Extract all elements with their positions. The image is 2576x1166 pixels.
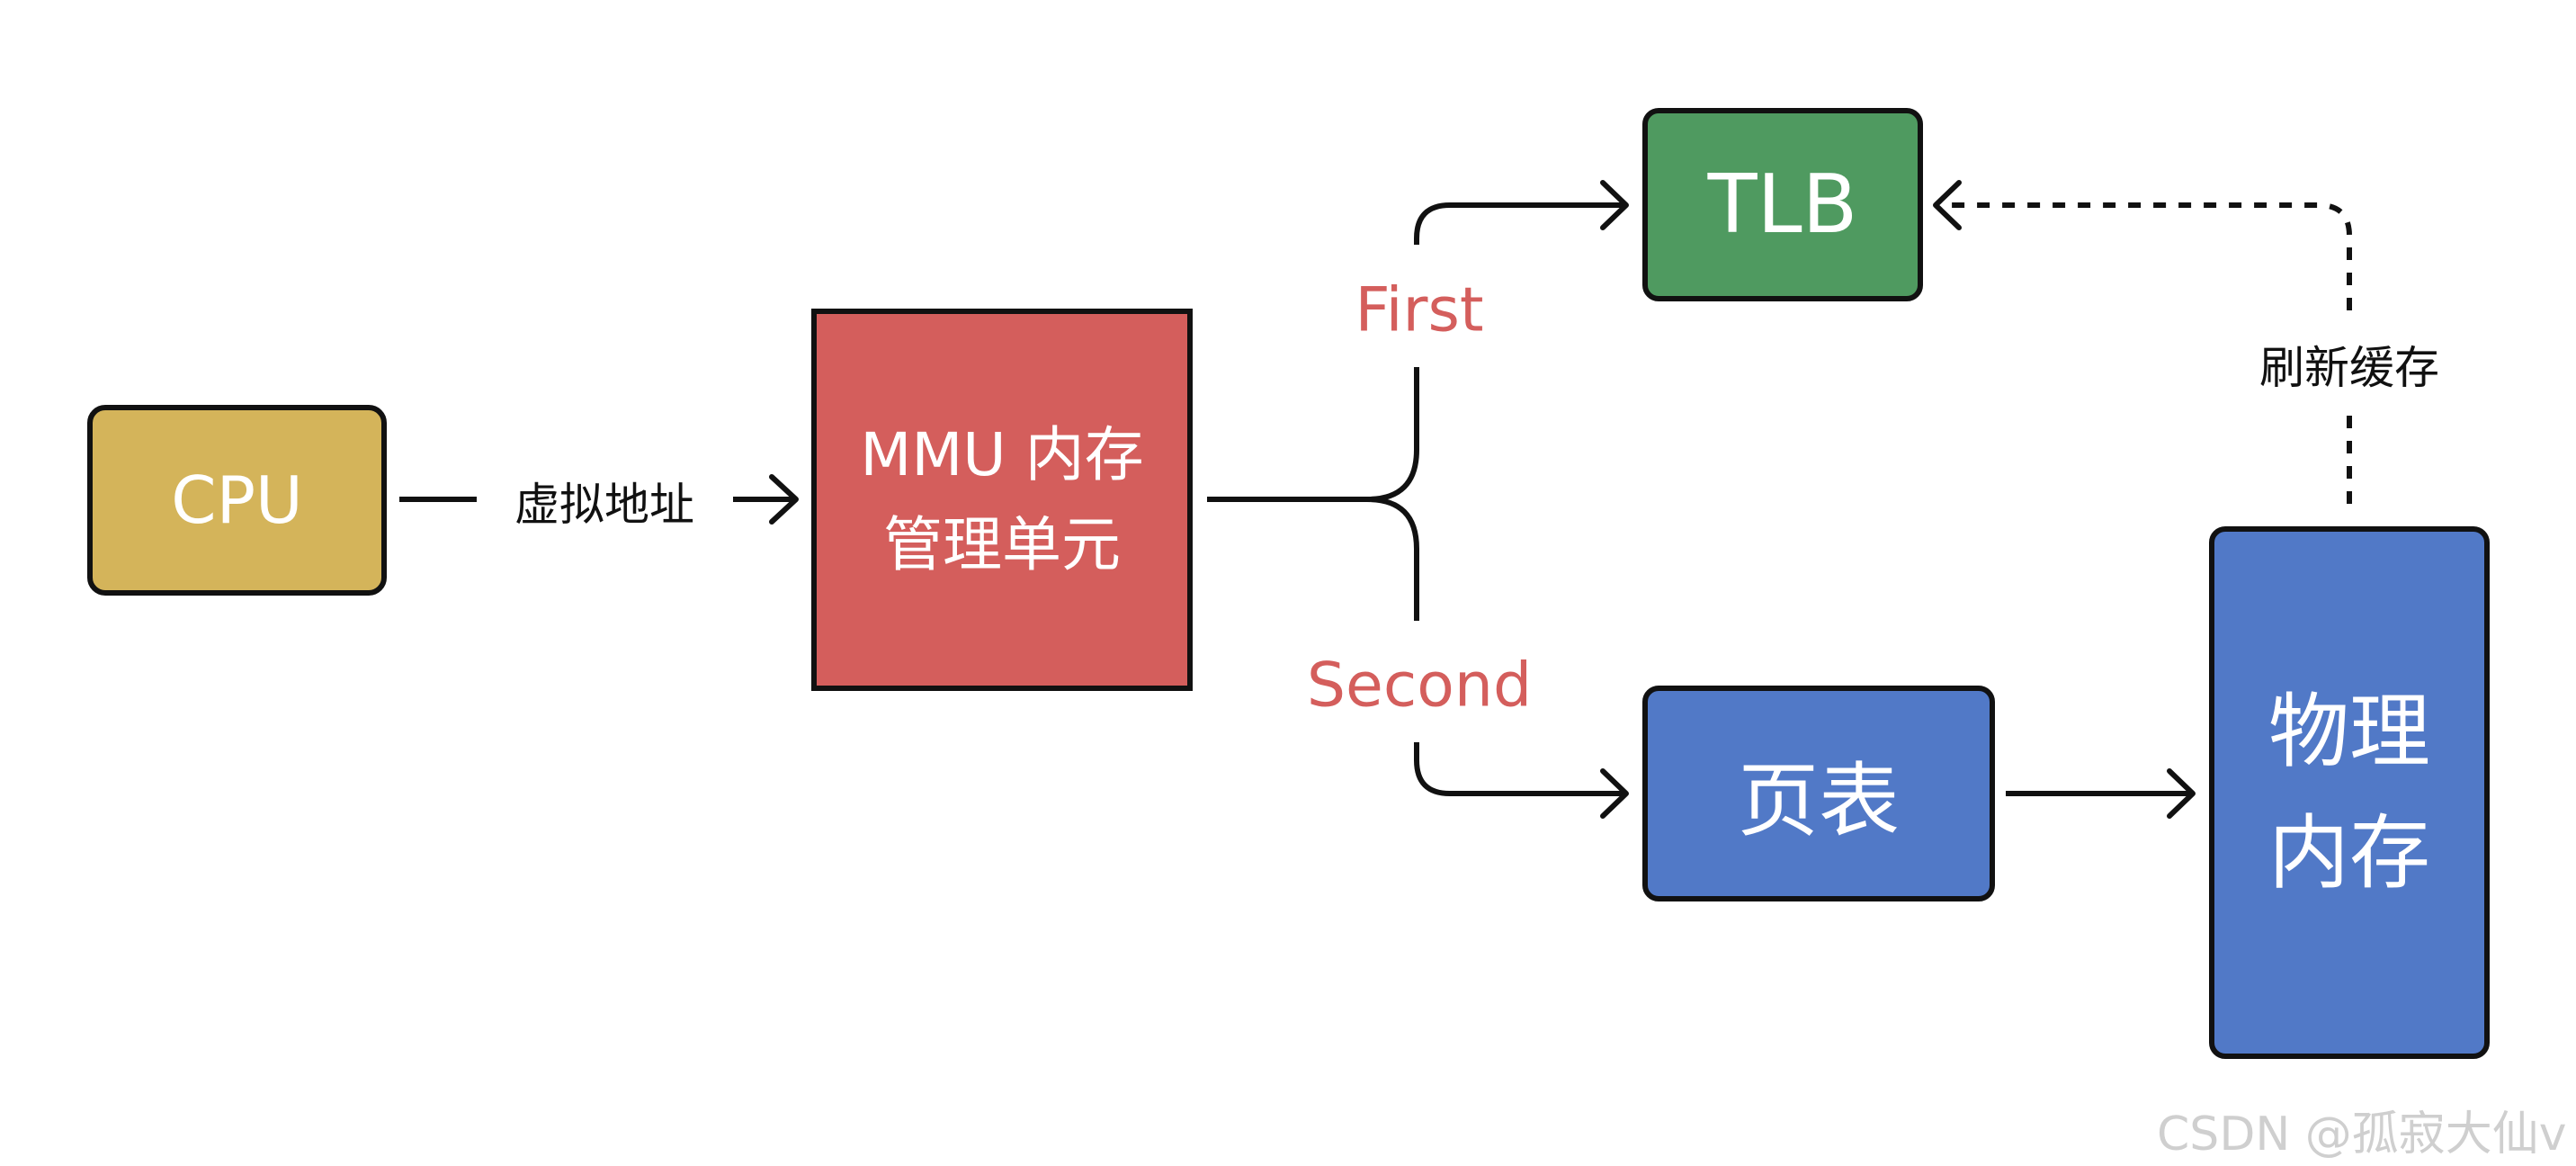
cpu-label: CPU (171, 462, 303, 538)
cpu-node: CPU (87, 405, 387, 596)
arrowhead-tlb (1600, 180, 1629, 230)
label-second: Second (1306, 650, 1533, 722)
watermark: CSDN @孤寂大仙v (2157, 1108, 2567, 1162)
mmu-node: MMU 内存 管理单元 (811, 309, 1193, 691)
physical-memory-node: 物理 内存 (2209, 526, 2490, 1059)
arrowhead-page-table (1600, 768, 1629, 819)
physical-memory-label-line2: 内存 (2268, 806, 2430, 901)
label-first: First (1355, 274, 1484, 346)
mmu-label-line1: MMU 内存 (860, 419, 1144, 489)
mmu-label-line2: 管理单元 (883, 509, 1121, 579)
page-table-label: 页表 (1738, 754, 1900, 848)
physical-memory-label-line1: 物理 (2268, 685, 2430, 779)
arrowhead-tlb-refresh (1933, 180, 1962, 230)
edge-refresh-cache-upper (1943, 202, 2352, 310)
edge-second-to-page-table (1414, 742, 1623, 796)
branch-brace (1366, 367, 1419, 621)
page-table-node: 页表 (1642, 686, 1995, 901)
label-virtual-address: 虚拟地址 (514, 479, 694, 531)
edge-first-to-tlb (1414, 202, 1623, 245)
arrowhead-memory (2167, 768, 2196, 819)
tlb-node: TLB (1642, 108, 1923, 301)
tlb-label: TLB (1707, 157, 1858, 252)
arrowhead-mmu (769, 474, 799, 525)
label-refresh-cache: 刷新缓存 (2259, 342, 2439, 394)
